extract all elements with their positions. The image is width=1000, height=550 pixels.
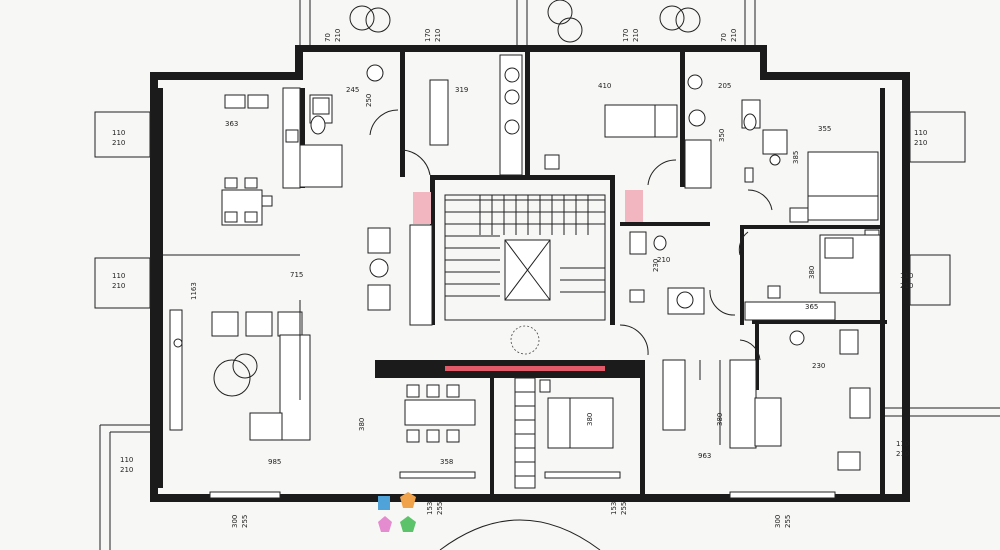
svg-text:230: 230 bbox=[812, 362, 825, 370]
svg-text:170: 170 bbox=[622, 29, 630, 42]
logo-pink-shape bbox=[378, 516, 392, 532]
svg-text:110: 110 bbox=[120, 456, 133, 464]
kitchen bbox=[221, 87, 343, 226]
svg-text:1163: 1163 bbox=[190, 282, 198, 300]
svg-text:70: 70 bbox=[720, 33, 728, 42]
svg-text:319: 319 bbox=[455, 86, 468, 94]
svg-text:153: 153 bbox=[610, 502, 618, 515]
svg-text:210: 210 bbox=[730, 29, 738, 42]
svg-text:210: 210 bbox=[334, 29, 342, 42]
svg-text:410: 410 bbox=[598, 82, 611, 90]
dimension-labels: 363 245 250 319 410 205 350 355 385 715 … bbox=[112, 29, 927, 528]
svg-text:205: 205 bbox=[718, 82, 731, 90]
svg-text:110: 110 bbox=[896, 440, 909, 448]
dining bbox=[404, 359, 782, 489]
top-rooms bbox=[309, 54, 761, 189]
svg-text:255: 255 bbox=[620, 502, 628, 515]
svg-text:380: 380 bbox=[808, 266, 816, 279]
bottom-windows bbox=[209, 471, 836, 499]
logo-blue-shape bbox=[378, 496, 390, 510]
svg-text:380: 380 bbox=[586, 413, 594, 426]
svg-text:110: 110 bbox=[112, 129, 125, 137]
svg-text:363: 363 bbox=[225, 120, 238, 128]
trees bbox=[349, 0, 701, 43]
accent-wall-left bbox=[413, 192, 431, 224]
svg-text:210: 210 bbox=[434, 29, 442, 42]
svg-text:210: 210 bbox=[896, 450, 909, 458]
svg-text:230: 230 bbox=[652, 259, 660, 272]
svg-text:70: 70 bbox=[324, 33, 332, 42]
svg-text:210: 210 bbox=[632, 29, 640, 42]
svg-text:153: 153 bbox=[426, 502, 434, 515]
watermark-logo bbox=[378, 492, 416, 532]
svg-text:300: 300 bbox=[774, 515, 782, 528]
svg-text:255: 255 bbox=[241, 515, 249, 528]
svg-text:210: 210 bbox=[914, 139, 927, 147]
accent-wall-bottom bbox=[445, 366, 605, 371]
svg-text:210: 210 bbox=[657, 256, 670, 264]
svg-text:963: 963 bbox=[698, 452, 711, 460]
svg-text:210: 210 bbox=[120, 466, 133, 474]
living-room bbox=[160, 224, 433, 441]
svg-text:365: 365 bbox=[805, 303, 818, 311]
door-swings bbox=[369, 109, 773, 361]
svg-text:380: 380 bbox=[716, 413, 724, 426]
svg-text:350: 350 bbox=[718, 129, 726, 142]
svg-text:985: 985 bbox=[268, 458, 281, 466]
svg-text:170: 170 bbox=[424, 29, 432, 42]
svg-text:210: 210 bbox=[112, 282, 125, 290]
svg-text:355: 355 bbox=[818, 125, 831, 133]
svg-text:300: 300 bbox=[231, 515, 239, 528]
svg-text:358: 358 bbox=[440, 458, 453, 466]
svg-text:385: 385 bbox=[792, 151, 800, 164]
svg-text:210: 210 bbox=[112, 139, 125, 147]
svg-text:245: 245 bbox=[346, 86, 359, 94]
logo-orange-shape bbox=[400, 492, 416, 508]
svg-text:250: 250 bbox=[365, 94, 373, 107]
logo-green-shape bbox=[400, 516, 416, 532]
svg-text:380: 380 bbox=[358, 418, 366, 431]
svg-text:715: 715 bbox=[290, 271, 303, 279]
side-balconies bbox=[94, 111, 966, 309]
svg-text:110: 110 bbox=[914, 129, 927, 137]
terrace-outlines bbox=[99, 0, 1000, 550]
stair-core bbox=[444, 194, 606, 355]
svg-text:255: 255 bbox=[784, 515, 792, 528]
svg-text:110: 110 bbox=[900, 272, 913, 280]
svg-text:110: 110 bbox=[112, 272, 125, 280]
middle-baths bbox=[629, 231, 705, 315]
right-bedrooms bbox=[744, 129, 881, 471]
svg-text:255: 255 bbox=[436, 502, 444, 515]
svg-text:210: 210 bbox=[900, 282, 913, 290]
accent-wall-right bbox=[625, 190, 643, 222]
